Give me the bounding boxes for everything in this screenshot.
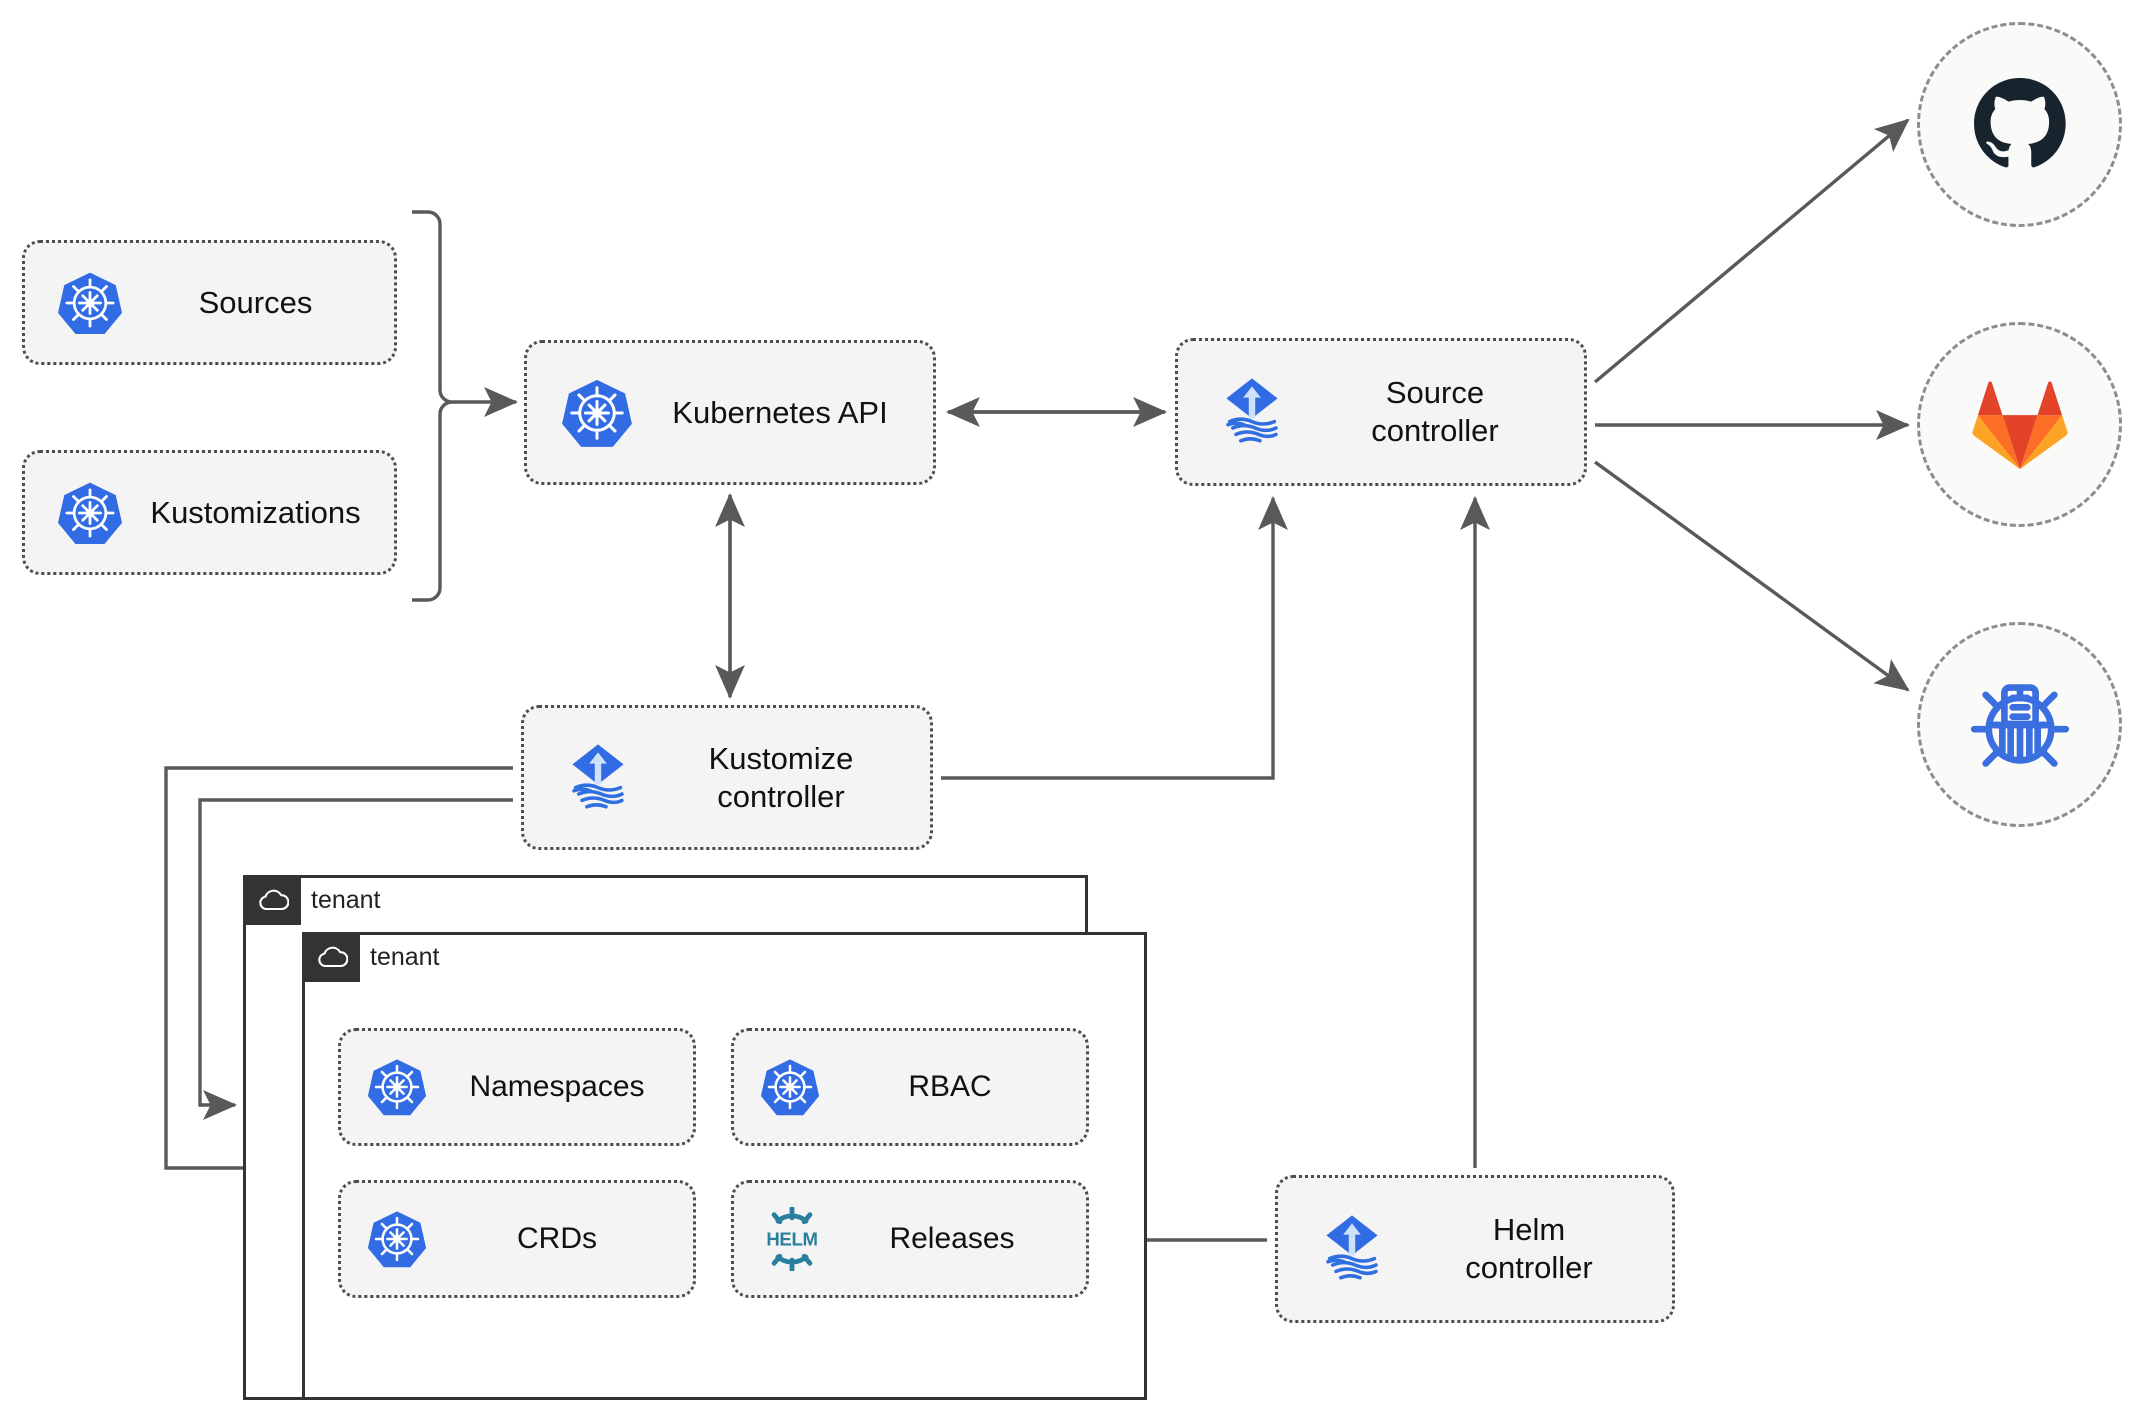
tenant-tab-inner [302,932,360,982]
tenant-frame-inner: tenant [302,932,1147,1400]
kubernetes-icon [561,377,633,449]
node-label: RBAC [908,1069,992,1103]
external-source-gitlab[interactable] [1917,322,2122,527]
node-rbac[interactable]: RBAC [731,1028,1089,1146]
flux-icon [1212,372,1292,452]
tenant-label-inner: tenant [370,942,440,971]
node-crds[interactable]: CRDs [338,1180,696,1298]
kubernetes-icon [57,480,123,546]
node-kustomizations[interactable]: Kustomizations [22,450,397,575]
node-label: Source controller [1371,375,1499,448]
svg-text:HELM: HELM [766,1228,817,1249]
tenant-label-outer: tenant [311,885,381,914]
node-label: Namespaces [469,1069,645,1103]
node-label: CRDs [517,1221,597,1255]
flux-icon [558,738,638,818]
helm-icon: HELM [760,1207,824,1271]
node-label: Helm controller [1465,1212,1593,1285]
node-releases[interactable]: HELM Releases [731,1180,1089,1298]
gitlab-icon [1971,379,2068,471]
node-label: Releases [889,1221,1015,1255]
kubernetes-icon [57,270,123,336]
node-helm-controller[interactable]: Helm controller [1275,1175,1675,1323]
node-kustomize-controller[interactable]: Kustomize controller [521,705,933,850]
node-source-controller[interactable]: Source controller [1175,338,1587,486]
kubernetes-icon [760,1057,820,1117]
node-label: Kubernetes API [672,394,888,430]
node-label: Kustomizations [150,494,361,530]
helm-repository-icon [1968,673,2072,777]
node-kubernetes-api[interactable]: Kubernetes API [524,340,936,485]
flux-icon [1312,1209,1392,1289]
external-source-helm-repository[interactable] [1917,622,2122,827]
node-namespaces[interactable]: Namespaces [338,1028,696,1146]
kubernetes-icon [367,1209,427,1269]
external-source-github[interactable] [1917,22,2122,227]
kubernetes-icon [367,1057,427,1117]
cloud-icon [316,946,349,968]
github-icon [1971,76,2069,174]
tenant-tab-outer [243,875,301,925]
node-label: Sources [198,284,313,320]
node-label: Kustomize controller [708,740,854,814]
cloud-icon [257,889,290,911]
node-sources[interactable]: Sources [22,240,397,365]
